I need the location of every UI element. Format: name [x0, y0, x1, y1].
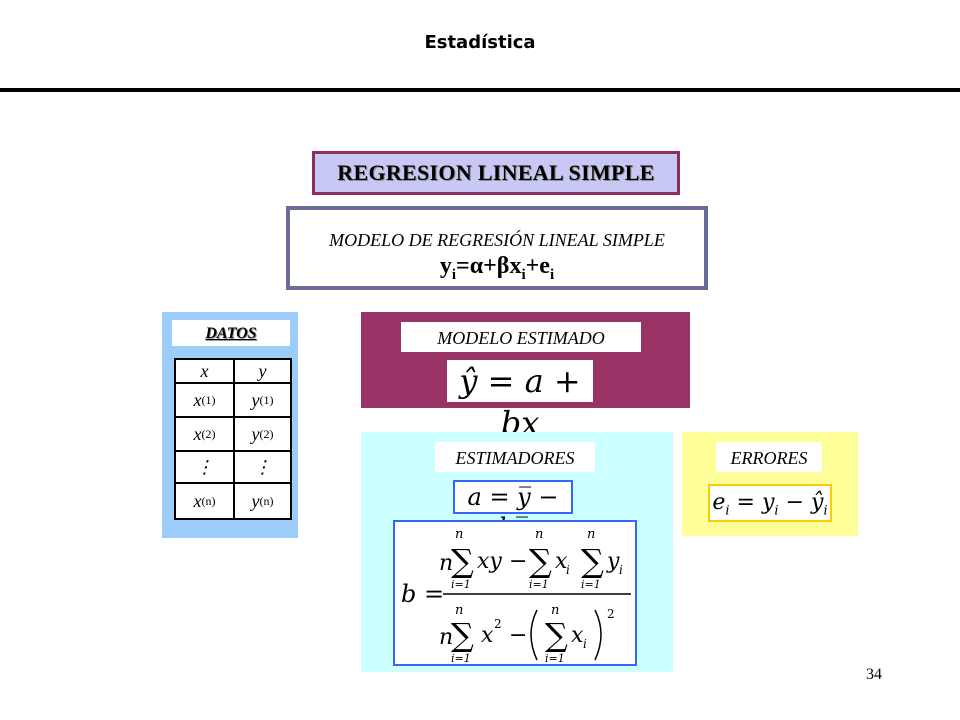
residual-y: = y	[729, 490, 775, 515]
num-x: x	[555, 549, 568, 574]
sum1-symbol: ∑	[451, 542, 474, 580]
sum2-symbol: ∑	[529, 542, 552, 580]
residual-y-sub: i	[774, 503, 779, 519]
den-x-power: 2	[494, 617, 502, 631]
right-paren	[594, 609, 602, 661]
den-x: x	[481, 623, 494, 648]
table-cell-y2: y(2)	[235, 418, 290, 450]
cell-x: x	[193, 423, 202, 444]
num-xy: xy	[477, 549, 502, 574]
formula-y: y	[439, 253, 452, 279]
residual-yhat-sub: i	[823, 503, 828, 519]
header-divider	[0, 88, 960, 92]
den-minus: −	[509, 623, 527, 648]
b-lhs: b =	[401, 580, 444, 608]
page-number: 34	[866, 666, 882, 683]
num-n: n	[439, 551, 453, 576]
sum3-upper: n	[587, 527, 595, 542]
sum1-lower: i=1	[451, 578, 471, 591]
den-xi-sub: i	[583, 637, 587, 651]
cell-x-sub: (2)	[201, 426, 216, 441]
table-header-y: y	[258, 360, 267, 381]
table-cell-x2: x(2)	[176, 418, 233, 450]
sum4-symbol: ∑	[451, 616, 474, 654]
den-xi: x	[571, 623, 584, 648]
left-paren	[530, 609, 538, 661]
table-cell-y1: y(1)	[235, 384, 290, 416]
intercept-formula: a = y̅ − bx̅	[453, 480, 573, 541]
table-cell-yn: y(n)	[235, 484, 290, 518]
sum3-lower: i=1	[581, 578, 601, 591]
cell-y-sub: (2)	[259, 426, 274, 441]
estimated-model-formula: ŷ = a + bx	[447, 360, 593, 442]
sum1-upper: n	[455, 527, 463, 542]
sum5-lower: i=1	[545, 652, 565, 664]
estimated-model-label: MODELO ESTIMADO	[401, 322, 641, 352]
estimators-panel: ESTIMADORES a = y̅ − bx̅ b = n n ∑ i=1 x…	[361, 432, 673, 672]
table-cell-xdots: ⋮	[195, 456, 214, 477]
estimated-model-panel: MODELO ESTIMADO ŷ = a + bx	[361, 312, 690, 442]
slope-formula-graphic: b = n n ∑ i=1 xy − n ∑ i=1 x i n ∑ i=1 y…	[401, 527, 631, 665]
slide-header-title: Estadística	[424, 32, 536, 53]
formula-sub-1: i	[451, 266, 457, 283]
cell-x-sub: (n)	[201, 493, 216, 508]
sum4-upper: n	[455, 603, 463, 618]
table-header-x: x	[200, 360, 209, 381]
cell-y: y	[251, 423, 260, 444]
sum5-symbol: ∑	[545, 616, 568, 654]
table-column-divider	[233, 360, 235, 518]
sum3-symbol: ∑	[581, 542, 604, 580]
num-y: y	[606, 549, 620, 574]
cell-y: y	[251, 490, 260, 511]
den-outer-power: 2	[607, 607, 615, 621]
datos-table: x y x(1) y(1) x(2) y(2) ⋮ ⋮ x(n) y(n)	[174, 358, 292, 520]
table-row-divider	[176, 416, 290, 418]
residual-e: e	[712, 490, 726, 515]
sum2-lower: i=1	[529, 578, 549, 591]
table-row-divider	[176, 382, 290, 384]
cell-x: x	[193, 490, 202, 511]
datos-title: DATOS	[172, 320, 290, 346]
errors-label: ERRORES	[716, 442, 822, 472]
sum5-upper: n	[551, 603, 559, 618]
cell-y-sub: (n)	[259, 493, 274, 508]
formula-error: +e	[525, 253, 550, 279]
cell-x: x	[193, 389, 202, 410]
table-cell-xn: x(n)	[176, 484, 233, 518]
sum4-lower: i=1	[451, 652, 471, 664]
model-formula: yi=α+βxi+ei	[290, 253, 704, 284]
formula-sub-3: i	[549, 266, 555, 283]
table-row-divider	[176, 450, 290, 452]
regression-model-box: MODELO DE REGRESIÓN LINEAL SIMPLE yi=α+β…	[286, 206, 708, 290]
estimators-label: ESTIMADORES	[435, 442, 595, 472]
residual-formula: ei = yi − ŷi	[708, 484, 832, 522]
cell-x-sub: (1)	[201, 392, 216, 407]
datos-panel: DATOS x y x(1) y(1) x(2) y(2) ⋮ ⋮ x(n) y…	[162, 312, 298, 538]
cell-y-sub: (1)	[259, 392, 274, 407]
num-minus: −	[509, 549, 527, 574]
sum2-upper: n	[535, 527, 543, 542]
num-x-sub: i	[566, 563, 570, 577]
errors-panel: ERRORES ei = yi − ŷi	[682, 432, 858, 536]
table-cell-ydots: ⋮	[253, 456, 272, 477]
slide-title: REGRESION LINEAL SIMPLE	[312, 151, 680, 195]
slope-formula: b = n n ∑ i=1 xy − n ∑ i=1 x i n ∑ i=1 y…	[393, 520, 637, 666]
formula-sub-2: i	[521, 266, 526, 283]
cell-y: y	[251, 389, 260, 410]
model-caption: MODELO DE REGRESIÓN LINEAL SIMPLE	[329, 230, 665, 250]
table-row-divider	[176, 482, 290, 484]
formula-middle: =α+βx	[456, 253, 522, 279]
den-n: n	[439, 625, 453, 650]
table-cell-x1: x(1)	[176, 384, 233, 416]
num-y-sub: i	[619, 563, 623, 577]
residual-e-sub: i	[725, 503, 730, 519]
residual-yhat: − ŷ	[778, 490, 824, 515]
